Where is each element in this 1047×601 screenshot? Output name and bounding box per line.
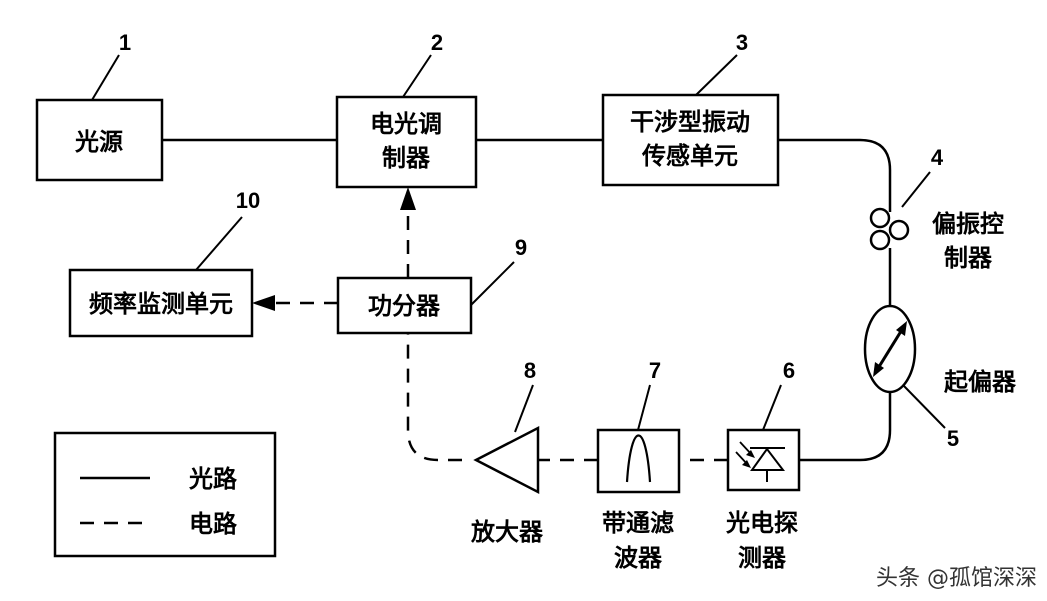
polarizer-arrow-top [896, 321, 907, 336]
frequency-monitor-box [68, 268, 254, 338]
bandpass-filter-box [596, 428, 681, 494]
light-source-label: 光源 [74, 128, 123, 156]
component-number-1: 1 [119, 30, 131, 55]
polarizer-to-detector-line [799, 392, 892, 462]
watermark-text: 头条 @孤馆深深 [876, 566, 1037, 591]
component-number-2: 2 [431, 30, 443, 55]
amplifier-block: 放大器 8 [470, 358, 544, 546]
sensing-unit-block: 干涉型振动 传感单元 3 [601, 30, 780, 187]
component-number-9: 9 [515, 235, 527, 260]
sensing-unit-box [601, 93, 780, 187]
bandpass-filter-label-line2: 波器 [614, 544, 663, 572]
leader-line-6 [762, 384, 782, 431]
light-ray-2-head [742, 460, 751, 468]
photodetector-box [726, 428, 801, 492]
sensing-unit-label-line1: 干涉型振动 [630, 108, 750, 136]
amplifier-triangle-icon [473, 425, 540, 495]
photodetector-block: 光电探 测器 6 [725, 358, 801, 572]
leader-line-10 [195, 216, 243, 271]
legend-optical-label: 光路 [188, 465, 238, 493]
leader-line-4 [901, 171, 931, 208]
modulator-arrowhead [400, 187, 416, 210]
component-number-7: 7 [649, 358, 661, 383]
leader-line-7 [637, 384, 651, 431]
leader-line-2 [402, 54, 432, 98]
frequency-monitor-label: 频率监测单元 [89, 290, 233, 318]
photodetector-label-line1: 光电探 [725, 509, 798, 537]
eo-modulator-box [335, 95, 478, 189]
photodetector-label-line2: 测器 [738, 544, 787, 572]
bandpass-filter-label-line1: 带通滤 [602, 509, 674, 537]
eo-modulator-label-line1: 电光调 [370, 110, 442, 138]
light-source-box [35, 98, 164, 182]
leader-line-5 [902, 384, 946, 429]
leader-line-1 [91, 54, 120, 101]
frequency-monitor-block: 频率监测单元 10 [68, 188, 260, 338]
leader-line-8 [514, 384, 534, 433]
polarizer-axis-line [875, 327, 905, 371]
eo-modulator-block: 电光调 制器 2 [335, 30, 478, 189]
sensing-unit-label-line2: 传感单元 [641, 142, 738, 170]
power-splitter-block: 功分器 9 [336, 235, 527, 335]
electrical-connections [252, 187, 728, 462]
component-number-4: 4 [931, 145, 944, 170]
polarizer-block: 起偏器 5 [863, 304, 1017, 451]
controller-loop-right [888, 219, 910, 241]
monitor-arrowhead [252, 295, 275, 311]
legend-electrical-label: 电路 [189, 510, 238, 538]
polarizer-label: 起偏器 [943, 368, 1017, 396]
polarizer-arrow-bottom [873, 362, 884, 377]
component-number-8: 8 [524, 358, 536, 383]
bandpass-curve-icon [625, 434, 652, 483]
controller-loop-bottom-left [869, 229, 891, 251]
sensing-to-controller-line [778, 138, 892, 212]
bandpass-filter-block: 带通滤 波器 7 [596, 358, 681, 572]
power-splitter-label: 功分器 [368, 292, 441, 320]
amplifier-to-splitter-line [406, 333, 462, 462]
legend: 光路 电路 [53, 431, 277, 558]
optical-connections [162, 138, 892, 462]
component-number-10: 10 [236, 188, 260, 213]
component-number-3: 3 [736, 30, 748, 55]
leader-line-3 [695, 54, 738, 96]
power-splitter-box [336, 276, 473, 335]
leader-line-9 [470, 261, 515, 306]
light-ray-1-head [746, 450, 755, 458]
amplifier-label: 放大器 [470, 518, 544, 546]
polarization-controller-block: 4 偏振控 制器 [869, 145, 1004, 272]
component-number-5: 5 [947, 426, 959, 451]
component-number-6: 6 [783, 358, 795, 383]
legend-box [53, 431, 277, 558]
polarization-controller-label-line2: 制器 [944, 244, 993, 272]
eo-modulator-label-line2: 制器 [382, 144, 431, 172]
controller-loop-top [869, 207, 891, 229]
polarization-controller-label-line1: 偏振控 [932, 210, 1004, 238]
light-source-block: 光源 1 [35, 30, 164, 182]
